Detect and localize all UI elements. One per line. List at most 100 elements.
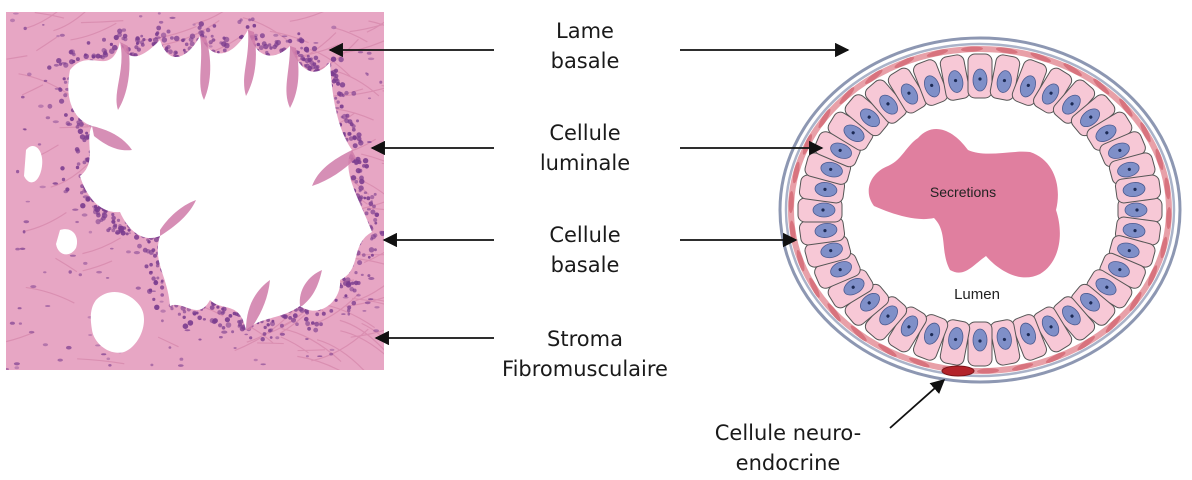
nucleus (102, 213, 108, 219)
nucleus (80, 203, 85, 208)
stromal-nucleus (379, 81, 382, 84)
stromal-nucleus (24, 27, 27, 30)
stromal-nucleus (282, 35, 288, 37)
stromal-nucleus (158, 12, 161, 14)
nucleus (96, 213, 101, 218)
stromal-nucleus (20, 248, 26, 250)
stromal-nucleus (178, 364, 184, 367)
nucleus (137, 48, 141, 52)
fiber (382, 163, 433, 177)
nucleus (225, 317, 230, 322)
stromal-nucleus (30, 285, 36, 288)
nucleus (156, 26, 161, 31)
stromal-nucleus (38, 105, 44, 108)
nucleus (153, 254, 157, 258)
nucleus (295, 322, 299, 326)
stromal-nucleus (24, 220, 30, 223)
nucleus (310, 57, 313, 60)
label-lame-basale: Lame basale (500, 16, 670, 76)
nucleus (310, 65, 315, 70)
nucleus (143, 248, 148, 253)
stromal-nucleus (92, 206, 95, 208)
nucleus (316, 65, 320, 69)
nucleus (84, 54, 89, 59)
stromal-nucleus (305, 338, 309, 340)
nucleus (359, 195, 363, 199)
stromal-nucleus (54, 64, 59, 67)
label-secretions: Secretions (908, 184, 1018, 200)
nucleus (183, 316, 186, 319)
nucleus (69, 49, 75, 55)
nucleus (367, 274, 370, 277)
stromal-nucleus (61, 62, 67, 65)
nucleus (354, 271, 357, 274)
nucleus (335, 299, 338, 302)
label-line: endocrine (688, 448, 888, 478)
stromal-nucleus (75, 221, 79, 223)
nucleus (288, 39, 292, 43)
nucleus (64, 81, 67, 84)
stromal-nucleus (134, 251, 140, 254)
nucleus (238, 325, 241, 328)
nucleus (211, 35, 214, 38)
nucleus (161, 280, 164, 283)
nucleus (293, 313, 298, 318)
nucleus (262, 41, 267, 46)
nucleus (161, 319, 164, 322)
nucleus (341, 116, 344, 119)
stromal-nucleus (107, 358, 111, 361)
label-line: Cellule (500, 220, 670, 250)
nucleus (270, 321, 275, 326)
nucleus (173, 51, 177, 55)
nucleus (210, 305, 215, 310)
stromal-nucleus (155, 36, 161, 39)
stromal-nucleus (83, 262, 87, 265)
nucleus (128, 229, 131, 232)
histology-image (4, 0, 432, 371)
nucleus (161, 33, 166, 38)
stromal-nucleus (371, 200, 373, 202)
nucleus (96, 54, 101, 59)
stromal-nucleus (329, 353, 333, 356)
nucleus (222, 307, 227, 312)
nucleus (351, 175, 356, 180)
nucleus (79, 122, 84, 127)
nucleus (83, 161, 87, 165)
stromal-nucleus (254, 359, 258, 361)
nucleus (356, 168, 361, 173)
nucleus (183, 38, 186, 41)
nucleus (62, 178, 65, 181)
stromal-nucleus (368, 58, 374, 61)
nucleus (307, 327, 311, 331)
stromal-nucleus (122, 28, 126, 31)
nucleus (87, 41, 91, 45)
stromal-nucleus (43, 343, 48, 346)
nucleus (304, 317, 309, 322)
nucleus (216, 306, 219, 309)
nucleus (261, 337, 265, 341)
nucleus (72, 60, 75, 63)
nucleus (117, 219, 120, 222)
nucleus (270, 336, 273, 339)
nucleus (246, 25, 250, 29)
stromal-nucleus (82, 213, 88, 216)
nucleus (151, 276, 155, 280)
nucleus (174, 36, 180, 42)
nucleus (322, 312, 326, 316)
nucleus (237, 320, 240, 323)
nucleus (351, 91, 356, 96)
stromal-nucleus (368, 298, 373, 300)
stromal-nucleus (88, 334, 92, 336)
stromal-nucleus (38, 143, 41, 145)
nucleolus (821, 208, 824, 211)
stromal-nucleus (331, 26, 336, 30)
stromal-nucleus (203, 318, 206, 321)
nucleus (91, 54, 96, 59)
stromal-nucleus (367, 52, 372, 55)
nucleus (70, 117, 74, 121)
nucleus (268, 43, 271, 46)
nucleus (111, 229, 115, 233)
nucleus (356, 132, 361, 137)
nucleolus (978, 339, 981, 342)
stromal-nucleus (273, 34, 278, 37)
